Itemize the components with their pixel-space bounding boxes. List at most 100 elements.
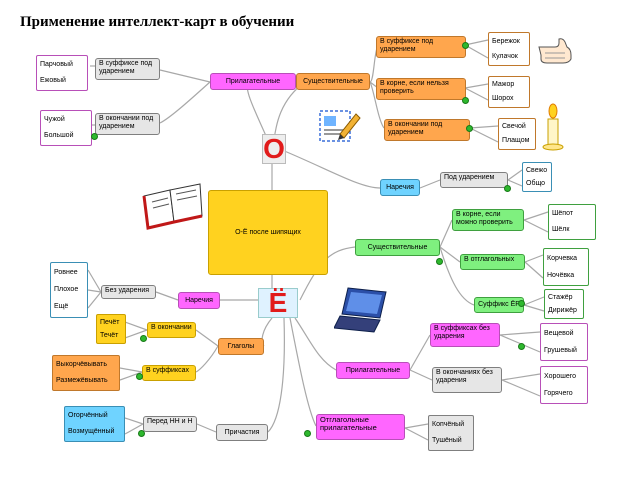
connector-dot: [504, 185, 511, 192]
connector-dot: [138, 430, 145, 437]
example-item: Шёлк: [552, 226, 570, 233]
yo-verbs-ending-node[interactable]: В окончании: [147, 322, 196, 338]
o-nouns-ending-examples: Свечой Плащом: [498, 118, 536, 150]
yo-verbal-adj-examples: Копчёный Тушёный: [428, 415, 474, 451]
example-item: Копчёный: [432, 421, 465, 428]
yo-adverbs-node[interactable]: Наречия: [178, 292, 220, 309]
example-item: Выкорчёвывать: [56, 361, 107, 368]
example-item: Огорчённый: [68, 412, 108, 419]
example-item: Мажор: [492, 81, 515, 88]
o-adverbs-label: Наречия: [386, 183, 414, 191]
example-item: Кулачок: [492, 52, 518, 60]
yo-adjectives-node[interactable]: Прилагательные: [336, 362, 410, 379]
yo-adjectives-label: Прилагательные: [345, 366, 401, 374]
center-node[interactable]: О-Ё после шипящих: [208, 190, 328, 275]
example-item: Хорошего: [544, 372, 577, 380]
example-item: Ночёвка: [547, 271, 575, 279]
hand-icon: [538, 38, 572, 64]
yo-nouns-verbal-examples: Корчевка Ночёвка: [543, 248, 589, 286]
o-adj-suffix-examples: Парчовый Ежовый: [36, 55, 88, 91]
o-adj-ending-node[interactable]: В окончании под ударением: [95, 113, 160, 135]
example-item: Свежо: [526, 166, 548, 174]
center-label: О-Ё после шипящих: [235, 228, 301, 236]
yo-participles-examples: Огорчённый Возмущённый: [64, 406, 125, 442]
yo-verbs-suffix-node[interactable]: В суффиксах: [142, 365, 196, 381]
example-item: Возмущённый: [68, 428, 115, 435]
o-nouns-root-node[interactable]: В корне, если нельзя проверить: [376, 78, 466, 100]
o-adverbs-examples: Свежо Общо: [522, 162, 552, 192]
letter-o: О: [262, 133, 286, 164]
o-adverbs-node[interactable]: Наречия: [380, 179, 420, 196]
yo-adverbs-unstressed-node[interactable]: Без ударения: [101, 285, 156, 299]
yo-nouns-root-examples: Шёпот Шёлк: [548, 204, 596, 240]
example-item: Чужой: [44, 116, 65, 123]
example-item: Плащом: [502, 137, 530, 144]
yo-nouns-root-node[interactable]: В корне, если можно проверить: [452, 209, 524, 231]
yo-participles-nn-node[interactable]: Перед НН и Н: [143, 416, 197, 432]
example-item: Размежёвывать: [56, 377, 108, 384]
o-adverbs-stressed-node[interactable]: Под ударением: [440, 172, 508, 188]
o-adjectives-label: Прилагательные: [225, 77, 281, 85]
example-item: Парчовый: [40, 61, 73, 68]
example-item: Шёпот: [552, 210, 574, 217]
o-adjectives-node[interactable]: Прилагательные: [210, 73, 296, 90]
yo-adj-suffix-examples: Вещевой Грушевый: [540, 323, 588, 361]
yo-adverbs-examples: Ровнее Плохое Ещё: [50, 262, 88, 318]
connector-dot: [136, 373, 143, 380]
yo-verbs-node[interactable]: Глаголы: [218, 338, 264, 355]
example-item: Тушёный: [432, 437, 462, 444]
yo-nouns-suffix-node[interactable]: Суффикс ЁР: [474, 297, 524, 313]
yo-nouns-node[interactable]: Существительные: [355, 239, 440, 256]
yo-participles-node[interactable]: Причастия: [216, 424, 268, 441]
o-nouns-suffix-node[interactable]: В суффиксе под ударением: [376, 36, 466, 58]
connector-dot: [518, 343, 525, 350]
book-icon: [142, 183, 203, 230]
o-adj-suffix-node[interactable]: В суффиксе под ударением: [95, 58, 160, 80]
yo-adverbs-label: Наречия: [185, 296, 213, 304]
yo-adj-suffix-node[interactable]: В суффиксах без ударения: [430, 323, 500, 347]
page-title: Применение интеллект-карт в обучении: [20, 14, 295, 30]
pen-note-icon: [319, 110, 361, 142]
o-adj-ending-examples: Чужой Большой: [40, 110, 92, 146]
yo-nouns-suffix-examples: Стажёр Дирижёр: [544, 289, 584, 319]
example-item: Течёт: [100, 331, 119, 339]
yo-adj-ending-node[interactable]: В окончаниях без ударения: [432, 367, 502, 393]
example-item: Шорох: [492, 95, 514, 102]
yo-participles-label: Причастия: [224, 428, 260, 436]
example-item: Бережок: [492, 37, 520, 45]
example-item: Грушевый: [544, 346, 577, 354]
connector-dot: [518, 300, 525, 307]
candle-icon: [542, 103, 564, 151]
example-item: Горячего: [544, 389, 573, 397]
connector-dot: [462, 97, 469, 104]
example-item: Печёт: [100, 318, 120, 326]
example-item: Большой: [44, 132, 74, 139]
yo-verbal-adj-node[interactable]: Отглагольные прилагательные: [316, 414, 405, 440]
yo-nouns-verbal-node[interactable]: В отглагольных: [460, 254, 525, 270]
connector-dot: [140, 335, 147, 342]
o-nouns-ending-node[interactable]: В окончании под ударением: [384, 119, 470, 141]
o-nouns-node[interactable]: Существительные: [296, 73, 370, 90]
connector-dot: [304, 430, 311, 437]
example-item: Ровнее: [54, 268, 78, 276]
yo-nouns-suffix-label: Суффикс ЁР: [478, 301, 520, 308]
o-nouns-root-examples: Мажор Шорох: [488, 76, 530, 108]
connector-dot: [436, 258, 443, 265]
example-item: Общо: [526, 179, 546, 187]
yo-verbs-ending-examples: Печёт Течёт: [96, 314, 126, 344]
example-item: Плохое: [54, 285, 79, 293]
yo-verbs-label: Глаголы: [227, 342, 255, 350]
example-item: Стажёр: [548, 293, 573, 301]
connector-dot: [91, 133, 98, 140]
yo-verbs-suffix-examples: Выкорчёвывать Размежёвывать: [52, 355, 120, 391]
yo-nouns-label: Существительные: [367, 243, 428, 251]
example-item: Корчевка: [547, 254, 578, 262]
letter-yo: Ё: [258, 287, 298, 318]
yo-adj-ending-examples: Хорошего Горячего: [540, 366, 588, 404]
example-item: Дирижёр: [548, 306, 577, 314]
example-item: Вещевой: [544, 329, 574, 337]
o-nouns-suffix-examples: Бережок Кулачок: [488, 32, 530, 66]
connector-dot: [462, 42, 469, 49]
o-nouns-label: Существительные: [303, 77, 363, 85]
